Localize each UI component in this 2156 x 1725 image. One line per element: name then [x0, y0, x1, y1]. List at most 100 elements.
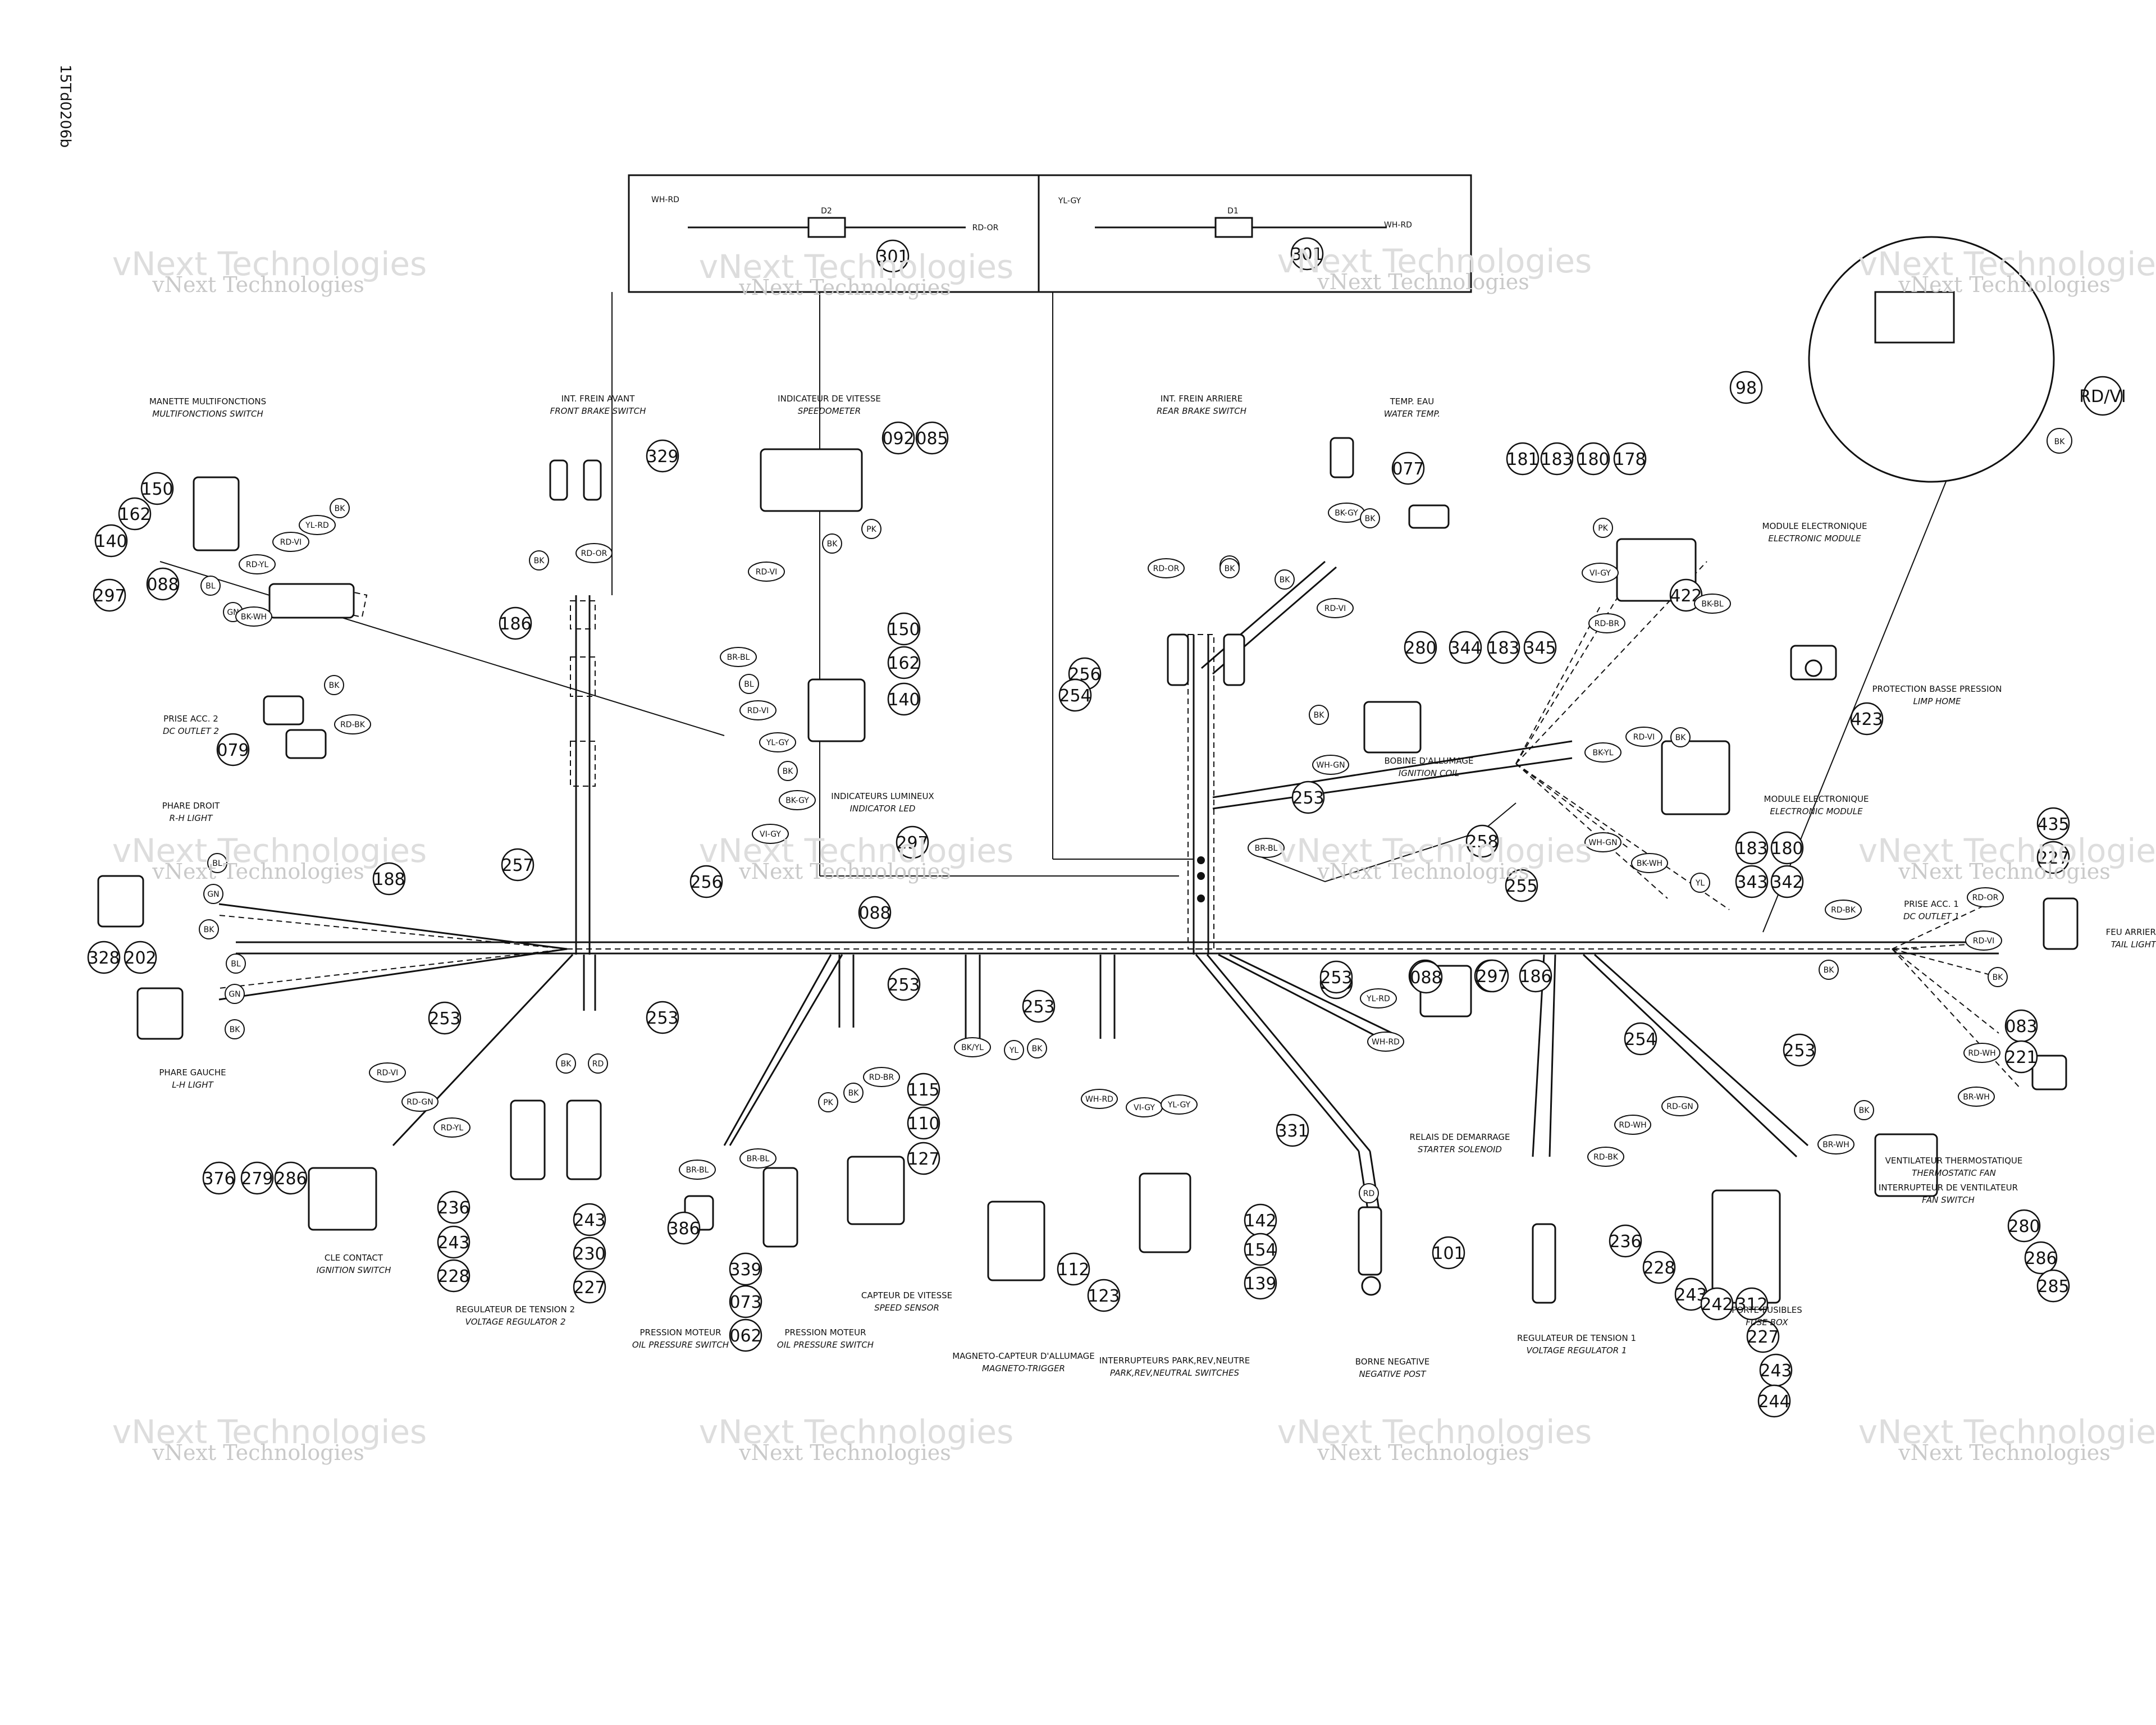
- wire-code-PK: PK: [823, 1098, 833, 1107]
- inset-left-wire-right: RD-OR: [972, 223, 999, 232]
- detail-ref-bottom: BK: [2054, 437, 2066, 446]
- detail-connector: [1874, 291, 1955, 344]
- wire-code-BK: BK: [1314, 711, 1325, 720]
- sub-branch: [1593, 953, 1809, 1147]
- callout-253: 253: [888, 975, 920, 995]
- label-speed-sensor-fr: CAPTEUR DE VITESSE: [861, 1290, 952, 1300]
- wire-code-bubble: [1582, 563, 1619, 583]
- sub-branch: [1218, 953, 1393, 1046]
- callout-139: 139: [1244, 1274, 1276, 1294]
- label-tail-light-fr: FEU ARRIERE: [2106, 927, 2156, 937]
- inset-right-wire-left: YL-GY: [1058, 197, 1081, 206]
- wire-code-bubble: [1967, 887, 2004, 907]
- wire-code-bubble: [203, 884, 223, 904]
- label-oil-pressure-2-fr: PRESSION MOTEUR: [785, 1327, 866, 1338]
- callout-162: 162: [888, 654, 920, 673]
- callout-bubble: [2007, 1209, 2041, 1243]
- wire-code-bubble: [1593, 518, 1613, 538]
- label-ignition-coil-fr: BOBINE D'ALLUMAGE: [1385, 756, 1474, 766]
- callout-bubble: [437, 1225, 471, 1259]
- wire-code-BK: BK: [1675, 733, 1687, 742]
- label-thermostatic-fan-en: THERMOSTATIC FAN: [1912, 1168, 1996, 1178]
- callout-150: 150: [141, 480, 173, 499]
- callout-254: 254: [1059, 686, 1091, 706]
- callout-253: 253: [1320, 968, 1352, 988]
- wire-code-bubble: [1690, 873, 1710, 893]
- wire-code-bubble: [1248, 838, 1285, 858]
- wire-code-bubble: [1588, 613, 1625, 633]
- label-oil-pressure-1-en: OIL PRESSURE SWITCH: [632, 1340, 729, 1350]
- callout-329: 329: [646, 447, 678, 467]
- callout-183: 183: [1541, 450, 1573, 469]
- watermark-back: vNext Technologies: [1277, 1413, 1592, 1451]
- callout-bubble: [118, 497, 152, 531]
- callout-bubble: [1022, 989, 1056, 1023]
- callout-bubble: [94, 524, 128, 558]
- speed-sensor: [847, 1156, 905, 1225]
- callout-bubble: [907, 1106, 940, 1140]
- label-rear-brake-en: REAR BRAKE SWITCH: [1157, 406, 1246, 416]
- fuse-box: [1711, 1189, 1781, 1304]
- water-temp-b: [1408, 504, 1450, 529]
- wire-code-BK: BK: [848, 1089, 860, 1098]
- callout-077: 077: [1392, 459, 1424, 479]
- wire-code-bubble: [1614, 1115, 1651, 1135]
- wire-code-PK: PK: [1598, 524, 1608, 533]
- voltage-regulator-1-part: [1532, 1223, 1556, 1304]
- callout-bubble: [1523, 631, 1557, 664]
- callout-bubble: [1757, 1384, 1791, 1418]
- wire-code-RD-GN: RD-GN: [406, 1098, 433, 1107]
- wire-code-bubble: [843, 1083, 864, 1103]
- callout-bubble: [1735, 865, 1769, 898]
- ring-terminal: [1805, 659, 1822, 677]
- wire-code-bubble: [226, 953, 246, 974]
- inset-left-splice: D2: [821, 207, 832, 216]
- wire-code-bubble: [556, 1053, 576, 1074]
- callout-255: 255: [1505, 877, 1537, 896]
- wire-code-BK-WH: BK-WH: [1637, 859, 1662, 868]
- wire-code-bubble: [720, 647, 757, 667]
- callout-bubble: [1087, 1279, 1121, 1312]
- wire-code-BK: BK: [1993, 973, 2004, 982]
- wire-code-bubble: [1988, 967, 2008, 987]
- wire-code-bubble: [1963, 1043, 2000, 1063]
- callout-328: 328: [88, 948, 120, 968]
- label-voltage-regulator-1-en: VOLTAGE REGULATOR 1: [1526, 1345, 1627, 1356]
- callout-280: 280: [1404, 638, 1436, 658]
- wire-code-YL: YL: [1695, 879, 1705, 888]
- callout-073: 073: [729, 1293, 761, 1312]
- callout-bubble: [1449, 631, 1482, 664]
- wire-code-bubble: [1219, 558, 1240, 578]
- wire-code-BR-BL: BR-BL: [747, 1154, 770, 1163]
- callout-253: 253: [646, 1008, 678, 1028]
- callout-bubble: [1465, 824, 1499, 858]
- wire-code-RD-VI: RD-VI: [747, 706, 769, 715]
- callout-bubble: [729, 1252, 762, 1286]
- callout-123: 123: [1088, 1286, 1120, 1306]
- wire-code-bubble: [1161, 1094, 1198, 1115]
- callout-bubble: [87, 941, 121, 974]
- wire-code-RD-WH: RD-WH: [1619, 1121, 1646, 1130]
- callout-bubble: [1613, 442, 1647, 476]
- wire-code-bubble: [1584, 742, 1621, 763]
- callout-bubble: [2036, 807, 2070, 841]
- upper-branch: [1212, 757, 1573, 810]
- watermark-back: vNext Technologies: [699, 1413, 1013, 1451]
- watermark-front: vNext Technologies: [1898, 859, 2110, 884]
- wire-code-RD-YL: RD-YL: [441, 1124, 463, 1133]
- callout-202: 202: [124, 948, 156, 968]
- fanout-wire: [1515, 763, 1668, 899]
- watermark-layer: vNext Technologies vNext Technologies vNex…: [112, 242, 2156, 1465]
- wire-code-YL-RD: YL-RD: [305, 521, 329, 530]
- watermark-back: vNext Technologies: [1277, 832, 1592, 870]
- wire-code-BK: BK: [335, 504, 346, 513]
- label-electronic-module-1-fr: MODULE ELECTRONIQUE: [1762, 521, 1867, 531]
- wire-code-bubble: [1359, 1183, 1379, 1203]
- wire-code-RD-VI: RD-VI: [377, 1069, 398, 1078]
- label-dc-outlet-2-en: DC OUTLET 2: [163, 726, 219, 736]
- ignition-switch-connector: [308, 1167, 377, 1231]
- sub-branch: [729, 954, 843, 1146]
- callout-bubble: [1770, 831, 1804, 865]
- splice-dot: [1197, 872, 1205, 880]
